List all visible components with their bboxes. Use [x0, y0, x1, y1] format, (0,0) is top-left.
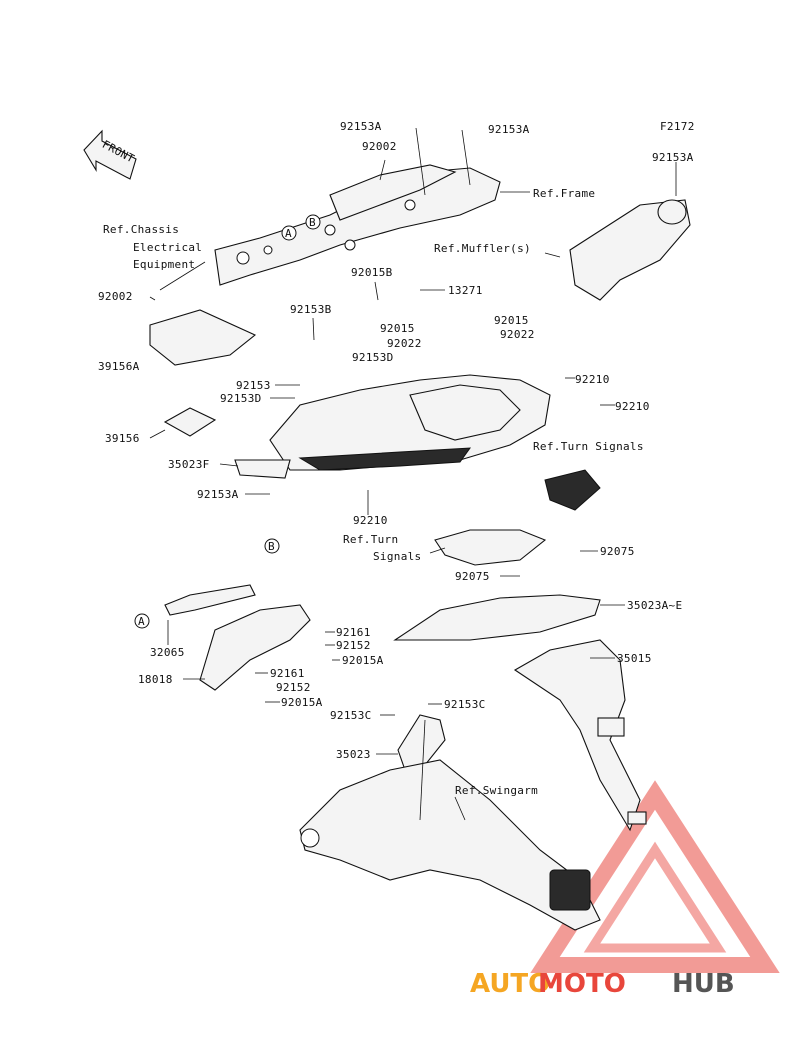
part-92153A-lower: 92153A	[197, 488, 239, 501]
turn-signal-assembly	[434, 469, 601, 566]
part-92153A-top-left: 92153A	[340, 120, 382, 133]
part-39156A: 39156A	[98, 360, 140, 373]
watermark-part3: HUB	[672, 969, 735, 999]
part-92015A-b: 92015A	[281, 696, 323, 709]
marker-b-label: B	[309, 216, 316, 229]
part-92153B: 92153B	[290, 303, 332, 316]
ref-chassis-3: Equipment	[133, 258, 195, 271]
part-39156: 39156	[105, 432, 140, 445]
figure-code: F2172	[660, 120, 695, 133]
part-92152-b: 92152	[276, 681, 311, 694]
part-92153D-mid: 92153D	[352, 351, 394, 364]
part-92022-left: 92022	[387, 337, 422, 350]
marker-b-label: B	[268, 540, 275, 553]
ref-chassis-1: Ref.Chassis	[103, 223, 179, 236]
part-92161-a: 92161	[336, 626, 371, 639]
ref-chassis-2: Electrical	[133, 241, 202, 254]
circle-marker-b-top: B	[305, 214, 321, 230]
rear-hugger-35015	[513, 639, 647, 832]
frame-rail	[214, 164, 501, 286]
ref-turn-signals-upper: Ref.Turn Signals	[533, 440, 644, 453]
pad-39156	[163, 407, 217, 437]
part-18018: 18018	[138, 673, 173, 686]
part-92153C-right: 92153C	[444, 698, 486, 711]
panel-39156A	[149, 309, 257, 366]
watermark-logo	[530, 780, 780, 973]
part-92002-top: 92002	[362, 140, 397, 153]
marker-a-label: A	[285, 227, 292, 240]
part-92153D-left: 92153D	[220, 392, 262, 405]
part-92210-c: 92210	[353, 514, 388, 527]
lower-fender	[393, 594, 601, 641]
muffler	[569, 199, 691, 301]
swingarm	[299, 759, 601, 931]
watermark-part1: AUTO	[470, 969, 550, 999]
part-32065: 32065	[150, 646, 185, 659]
part-92015B: 92015B	[351, 266, 393, 279]
front-arrow-icon: FRONT	[83, 129, 137, 180]
rear-fender-undertray	[234, 374, 551, 479]
part-92153A-right: 92153A	[652, 151, 694, 164]
part-92210-a: 92210	[575, 373, 610, 386]
part-92015A-a: 92015A	[342, 654, 384, 667]
watermark-text: AUTO MOTO HUB	[470, 969, 735, 999]
ref-turn-signals-lower-1: Ref.Turn	[343, 533, 398, 546]
part-92152-a: 92152	[336, 639, 371, 652]
part-92002-left: 92002	[98, 290, 133, 303]
part-35015: 35015	[617, 652, 652, 665]
part-35023A-E: 35023A~E	[627, 599, 682, 612]
circle-marker-a-low: A	[134, 613, 150, 629]
leader-lines	[149, 127, 677, 821]
watermark-part2: MOTO	[538, 969, 626, 999]
license-bracket-18018	[199, 604, 311, 691]
part-92022-right: 92022	[500, 328, 535, 341]
circle-marker-b-low: B	[264, 538, 280, 554]
ref-muffler: Ref.Muffler(s)	[434, 242, 531, 255]
part-92153A-top-right: 92153A	[488, 123, 530, 136]
part-92153C-left: 92153C	[330, 709, 372, 722]
bracket-32065	[164, 584, 256, 616]
part-92015-left: 92015	[380, 322, 415, 335]
part-35023: 35023	[336, 748, 371, 761]
part-35023F: 35023F	[168, 458, 210, 471]
ref-turn-signals-lower-2: Signals	[373, 550, 421, 563]
part-92015-right: 92015	[494, 314, 529, 327]
part-92210-b: 92210	[615, 400, 650, 413]
part-92161-b: 92161	[270, 667, 305, 680]
circle-marker-a-top: A	[281, 225, 297, 241]
ref-swingarm: Ref.Swingarm	[455, 784, 538, 797]
part-92153: 92153	[236, 379, 271, 392]
part-92075-right: 92075	[600, 545, 635, 558]
part-92075-mid: 92075	[455, 570, 490, 583]
marker-a-label: A	[138, 615, 145, 628]
part-13271: 13271	[448, 284, 483, 297]
ref-frame: Ref.Frame	[533, 187, 595, 200]
